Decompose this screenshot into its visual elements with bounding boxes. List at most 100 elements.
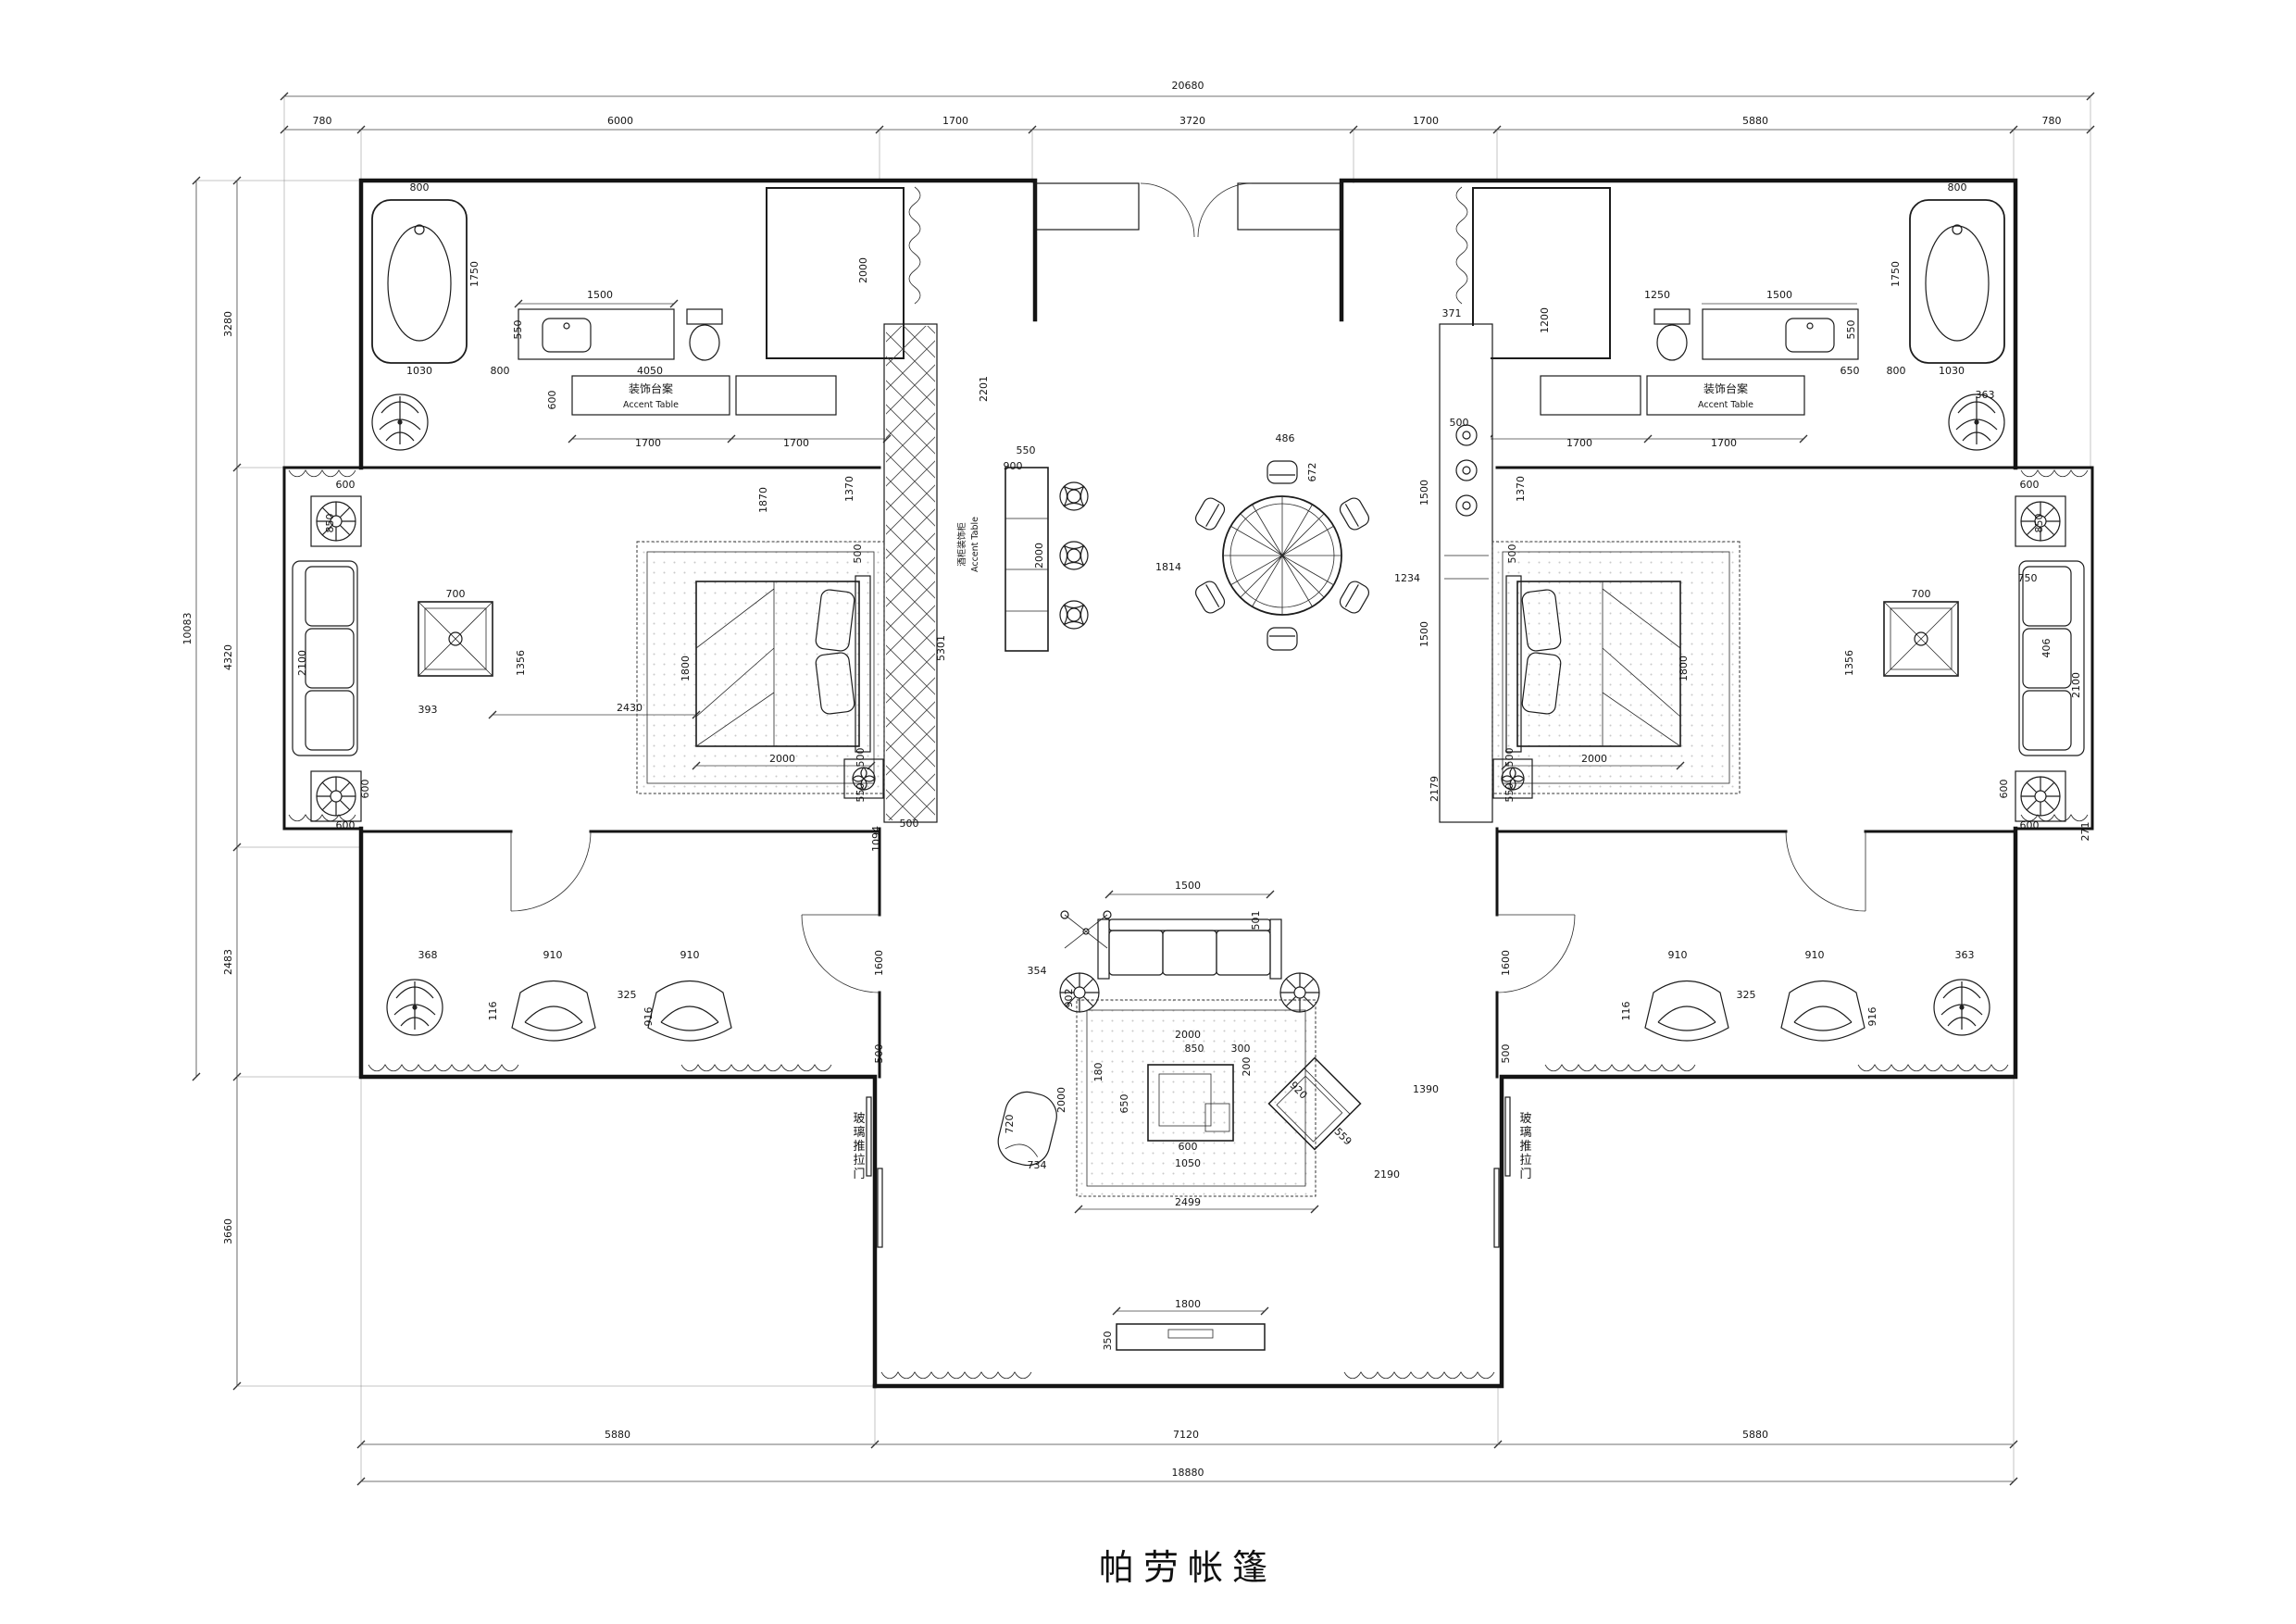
dimension-label: 1500 [1766,289,1792,301]
dimension-label: 1094 [870,826,882,852]
dimension-label: 550 [855,783,867,803]
vanity-sink [518,308,675,360]
dimension-label: 1814 [1155,561,1181,573]
dimension-label: 500 [1500,1044,1512,1064]
dining-chair [1336,494,1372,533]
toilet [686,308,723,361]
wall-scallop [288,814,356,822]
dimension-label: 363 [1955,949,1975,961]
left-wing [282,178,1140,1389]
dimension-label: 2201 [978,376,990,402]
dimension-label: 2100 [296,650,308,676]
dimension-label: 1700 [1413,115,1439,127]
accent-table-cabinet [571,375,730,416]
dimension-label: 1870 [757,487,769,513]
dimension-label: 1200 [1539,307,1551,333]
bar-stool [1059,600,1089,630]
wall-scallop [880,1371,1032,1380]
dimension-label: 354 [1028,965,1047,977]
dimension-label: 600 [1998,780,2010,799]
dimension-label: Accent Table [970,517,980,572]
dimension-label: 500 [1504,748,1516,768]
dimension-label: 1500 [1418,621,1430,647]
dimension-label: 1800 [1175,1298,1201,1310]
text-label: 玻璃推拉门 [853,1112,865,1181]
dimension-label: 7120 [1173,1429,1199,1441]
dimension-label: 700 [446,588,466,600]
terrace-chair [647,980,732,1042]
dimension-label: 600 [336,819,356,831]
dimension-label: 4320 [222,644,234,670]
dimension-label: 550 [1017,444,1036,456]
dining-chair [1192,578,1229,617]
dimension-label: 1800 [680,656,692,681]
dimension-label: 1500 [1418,480,1430,506]
bedroom-rug-border [646,551,875,784]
dimension-label: 600 [359,780,371,799]
dimension-label: 5880 [605,1429,630,1441]
dimension-label: 2499 [1175,1196,1201,1208]
dimension-label: 3660 [222,1218,234,1244]
dimension-label: 1700 [1711,437,1737,449]
dimension-label: 850 [2033,514,2045,533]
right-wing-mirror [1238,181,2092,1386]
dimension-label: 1370 [843,476,855,502]
dimension-label: 500 [852,544,864,564]
interior-walls [359,466,881,1079]
dimension-label: 325 [618,989,637,1001]
dimension-label: 5880 [1742,1429,1768,1441]
dimension-chains [192,92,2095,1486]
dimension-label: 1700 [1566,437,1592,449]
dimension-label: 700 [1912,588,1931,600]
table-lamp-icon [316,776,356,817]
dimension-label: 750 [2018,572,2038,584]
dimension-label: 550 [1845,320,1857,340]
dimension-label: 371 [1442,307,1462,319]
dimension-label: 550 [1504,783,1516,803]
sofa-back [1108,918,1271,931]
accent-table-label-left-zh: 装饰台案 [629,381,673,395]
sliding-door-panel [877,1168,883,1248]
dimension-label: 910 [1668,949,1688,961]
text-label: 玻璃推拉门 [1519,1112,1531,1181]
dimension-label: 1700 [783,437,809,449]
nightstand [843,758,884,799]
dimension-label: 910 [543,949,563,961]
bed [695,575,871,753]
static-labels: 装饰台案 Accent Table 装饰台案 Accent Table 帕劳帐篷 [623,381,1753,1588]
dimension-label: 916 [1866,1007,1878,1027]
dimension-label: 1800 [1678,656,1690,681]
dimension-label: 6000 [607,115,633,127]
lounge-chair [997,1091,1057,1167]
dimension-label: 800 [410,181,430,194]
accent-table-label-right-zh: 装饰台案 [1703,381,1748,395]
dimension-label: 酒柜装饰柜 [956,522,967,567]
dimension-label: 780 [313,115,332,127]
dimension-label: 2483 [222,949,234,975]
entry-planter [1034,182,1140,231]
dimension-label: 1250 [1644,289,1670,301]
dimension-label: 2100 [2070,672,2082,698]
dimension-label: 800 [1887,365,1906,377]
dining-chair [1267,460,1298,484]
dimension-label: 1600 [873,950,885,976]
dimension-label: 1700 [635,437,661,449]
dimension-label: 1356 [1843,650,1855,676]
dimension-label: 780 [2042,115,2062,127]
dimension-label: 368 [418,949,438,961]
bay-walls [282,466,363,831]
dimension-label: 2000 [857,257,869,283]
bar-cabinet [1004,467,1049,652]
dimension-label: 672 [1306,463,1318,482]
curtain-band [908,186,921,305]
dimension-label: 850 [324,514,336,533]
dimension-label: 650 [1118,1094,1130,1114]
dimension-label: 3720 [1179,115,1205,127]
ottoman-table [418,601,493,677]
dimension-label: 2000 [769,753,795,765]
entry-door-swing [1140,182,1253,238]
dimension-label: 1750 [1890,261,1902,287]
dimension-label: 2000 [1175,1029,1201,1041]
sliding-door-panel [866,1096,872,1177]
